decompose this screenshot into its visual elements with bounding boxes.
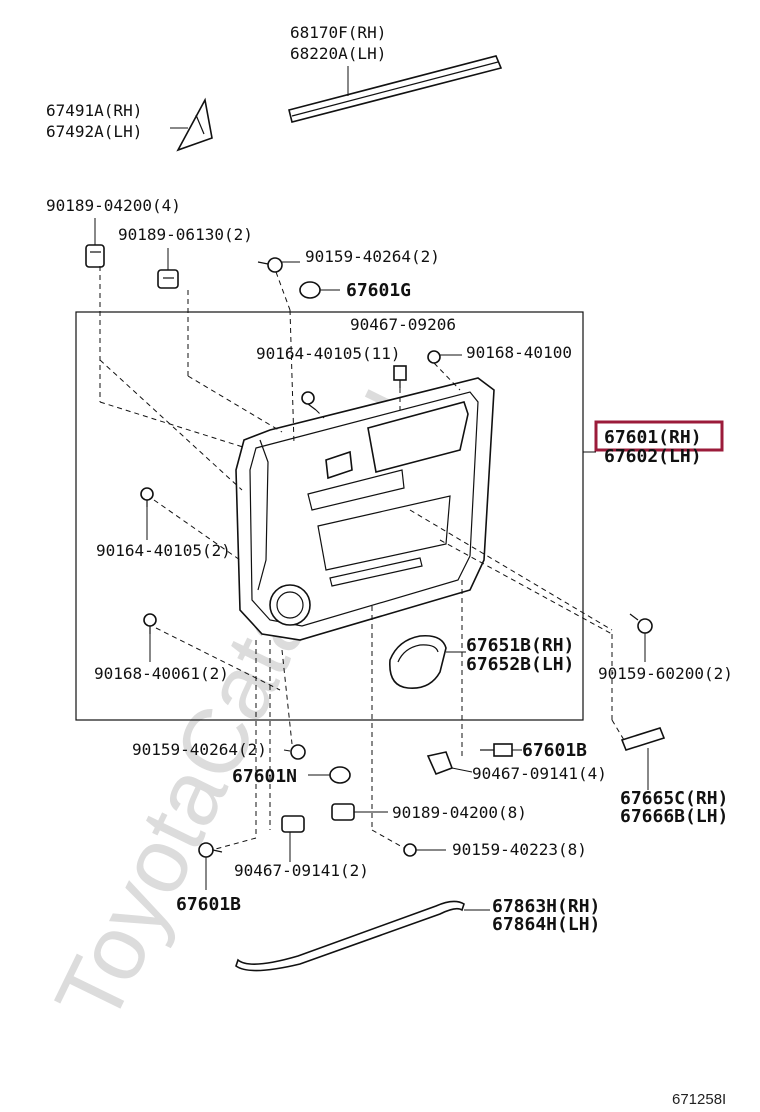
label-screw-f: 90159-60200(2) [598, 664, 733, 683]
cap-b-right[interactable] [480, 743, 513, 757]
diagram-code: 671258I [672, 1091, 726, 1108]
label-weatherstrip-rh: 68170F(RH) [290, 23, 386, 42]
screw-bottom-left-leader [283, 749, 291, 752]
clip-bottom-mid[interactable] [331, 803, 355, 821]
screw-right[interactable] [629, 613, 653, 634]
screw-top[interactable] [257, 257, 283, 273]
label-clip-a: 90189-04200(4) [46, 196, 181, 215]
speaker-grille[interactable] [389, 634, 447, 689]
mirror-cover[interactable] [176, 97, 213, 152]
label-strip-lh: 67864H(LH) [492, 914, 600, 935]
label-panel-lh[interactable]: 67602(LH) [604, 446, 702, 467]
belt-weatherstrip[interactable] [288, 55, 503, 123]
label-screw-b: 90164-40105(11) [256, 344, 401, 363]
screw-side-lower[interactable] [143, 613, 157, 634]
label-cover-lh: 67492A(LH) [46, 122, 142, 141]
label-clip-c: 90467-09206 [350, 315, 456, 334]
highlight-box [594, 420, 724, 452]
screw-inner-top[interactable] [393, 365, 407, 388]
label-reflector-lh: 67666B(LH) [620, 806, 728, 827]
label-clip-e: 90189-04200(8) [392, 803, 527, 822]
label-screw-d: 90164-40105(2) [96, 541, 231, 560]
label-cap-n: 67601N [232, 766, 297, 787]
labels: 68170F(RH) 68220A(LH) 67491A(RH) 67492A(… [46, 23, 733, 1108]
clip-bottom-left[interactable] [281, 815, 305, 833]
clip-bottom-center[interactable] [426, 751, 473, 776]
screw-bottom-left[interactable] [290, 744, 306, 760]
cap-g[interactable] [299, 281, 321, 299]
clip-top-mid[interactable] [157, 269, 179, 289]
label-screw-g: 90159-40264(2) [132, 740, 267, 759]
screw-inner-left[interactable] [301, 391, 317, 411]
cap-n[interactable] [329, 766, 351, 784]
label-cover-rh: 67491A(RH) [46, 101, 142, 120]
screw-side-upper[interactable] [140, 487, 154, 507]
assembly-lines [99, 266, 625, 851]
label-clip-d: 90467-09141(4) [472, 764, 607, 783]
label-cap-g: 67601G [346, 280, 411, 301]
label-cap-b1: 67601B [522, 740, 587, 761]
screw-bottom-right[interactable] [403, 843, 417, 857]
label-grille-rh: 67651B(RH) [466, 635, 574, 656]
label-panel-rh[interactable]: 67601(RH) [604, 427, 702, 448]
courtesy-reflector[interactable] [620, 727, 666, 751]
label-screw-h: 90159-40223(8) [452, 840, 587, 859]
label-strip-rh: 67863H(RH) [492, 896, 600, 917]
label-grille-lh: 67652B(LH) [466, 654, 574, 675]
label-clip-f: 90467-09141(2) [234, 861, 369, 880]
assembly-frame [75, 311, 584, 721]
label-clip-b: 90189-06130(2) [118, 225, 253, 244]
door-trim-panel[interactable] [235, 377, 495, 641]
label-reflector-rh: 67665C(RH) [620, 788, 728, 809]
label-cap-b2: 67601B [176, 894, 241, 915]
label-screw-a: 90159-40264(2) [305, 247, 440, 266]
label-weatherstrip-lh: 68220A(LH) [290, 44, 386, 63]
clip-top-left[interactable] [85, 244, 105, 268]
lower-weatherstrip[interactable] [235, 900, 465, 972]
screw-inner-right[interactable] [427, 350, 441, 364]
label-screw-c: 90168-40100 [466, 343, 572, 362]
label-screw-e: 90168-40061(2) [94, 664, 229, 683]
